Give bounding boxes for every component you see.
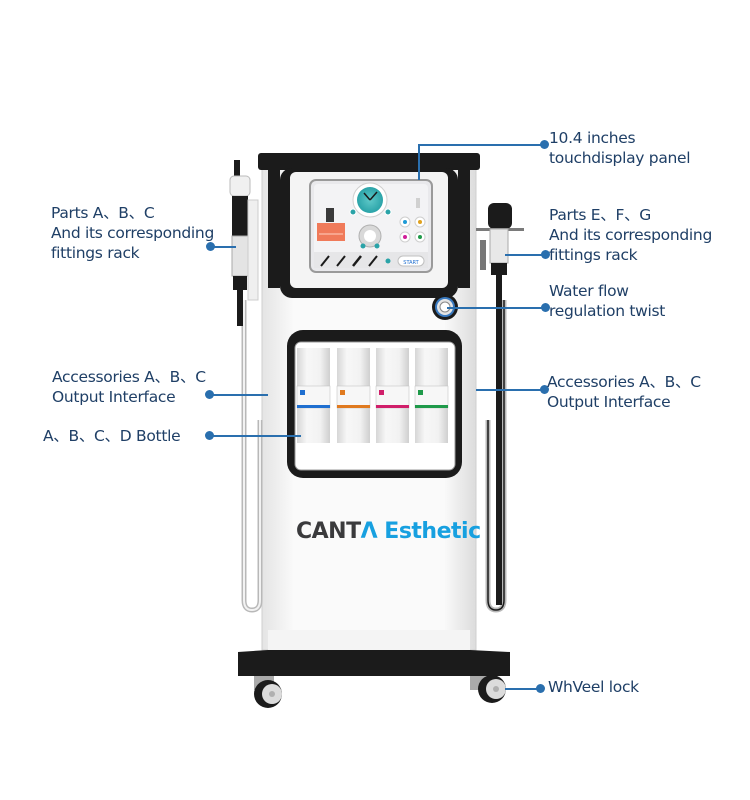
water-flow-callout-dot <box>541 303 550 312</box>
parts-left-leader <box>210 246 236 248</box>
callout-accessories-left: Accessories A、B、C Output Interface <box>52 368 206 406</box>
brand-name-part2: Esthetic <box>377 519 481 544</box>
bottles-leader <box>209 435 301 437</box>
callout-parts-right: Parts E、F、G And its corresponding fittin… <box>549 206 712 264</box>
brand-logo: CANTΛ Esthetic <box>296 519 481 544</box>
water-flow-leader <box>447 307 543 309</box>
callout-bottles: A、B、C、D Bottle <box>43 427 181 445</box>
machine-base <box>238 630 510 708</box>
display-callout-dot <box>540 140 549 149</box>
accessories-right-callout-dot <box>540 385 549 394</box>
touch-display-panel: START <box>309 179 433 273</box>
callout-accessories-right: Accessories A、B、C Output Interface <box>547 373 701 411</box>
brand-mark: Λ <box>360 519 378 544</box>
callout-wheel-lock: WhVeel lock <box>548 678 639 696</box>
svg-text:START: START <box>403 260 419 266</box>
parts-right-leader <box>505 254 545 256</box>
bottle-compartment <box>287 330 462 478</box>
callout-parts-left: Parts A、B、C And its corresponding fittin… <box>51 204 214 262</box>
accessories-right-leader <box>476 389 544 391</box>
accessories-left-leader <box>209 394 268 396</box>
callout-display: 10.4 inches touchdisplay panel <box>549 129 691 167</box>
water-flow-knob <box>432 294 458 320</box>
wheel-lock-callout-dot <box>536 684 545 693</box>
display-leader-vertical <box>418 144 420 180</box>
parts-right-callout-dot <box>541 250 550 259</box>
side-rails <box>241 300 507 613</box>
wheel-lock-leader <box>505 688 539 690</box>
display-leader <box>418 144 543 146</box>
bottles <box>296 348 449 443</box>
brand-name-part1: CANT <box>296 519 361 544</box>
right-handpiece <box>476 203 524 605</box>
left-handpiece <box>229 160 259 326</box>
callout-water-flow: Water flow regulation twist <box>549 282 666 320</box>
